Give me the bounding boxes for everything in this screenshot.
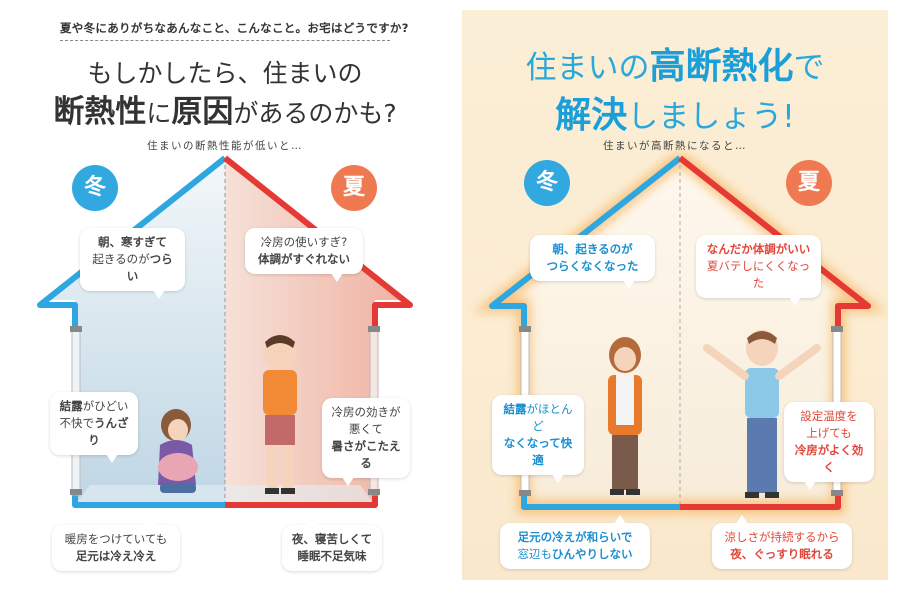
left-house-illustration bbox=[37, 155, 413, 508]
left-subtitle: 住まいの断熱性能が低いと… bbox=[147, 140, 303, 152]
left-panel-problem: 夏や冬にありがちなあんなこと、こんなこと。お宅はどうですか? もしかしたら、住ま… bbox=[0, 21, 450, 571]
right-subtitle: 住まいが高断熱になると… bbox=[603, 140, 747, 152]
left-headline-line2: 断熱性に原因があるのかも? bbox=[0, 86, 450, 131]
bubble-line-emph: 結露 bbox=[503, 402, 527, 416]
bubble-line-emph: 冷房がよく効く bbox=[794, 443, 864, 474]
standing-woman-figure bbox=[600, 335, 650, 504]
bubble-line: がひどい bbox=[82, 399, 129, 413]
bubble-line: がほとんど bbox=[526, 402, 573, 433]
headline-emph-solve: 解決 bbox=[555, 95, 628, 136]
bubble-right-winter-top: 朝、起きるのが つらくなくなった bbox=[530, 235, 655, 289]
bubble-line: 暖房をつけていても bbox=[64, 532, 168, 546]
headline-part: 住まいの bbox=[525, 50, 650, 86]
bubble-line-emph: なくなって快適 bbox=[503, 436, 573, 467]
bubble-right-winter-bottom: 足元の冷えが和らいで 窓辺もひんやりしない bbox=[500, 515, 650, 569]
bubble-left-summer-mid: 冷房の効きが 悪くて 暑さがこたえる bbox=[322, 398, 410, 486]
headline-part: で bbox=[793, 50, 825, 86]
bubble-line-emph: 睡眠不足気味 bbox=[297, 549, 367, 563]
headline-emph-high-insulation: 高断熱化 bbox=[649, 46, 794, 87]
bubble-line-emph: 暑さがこたえる bbox=[331, 439, 401, 470]
winter-badge: 冬 bbox=[524, 160, 570, 206]
bubble-line-emph: 朝、起きるのが bbox=[552, 242, 633, 256]
bubble-line: 夏バテしにくくなった bbox=[706, 259, 811, 290]
bubble-line: 悪くて bbox=[348, 422, 384, 436]
right-headline-line1: 住まいの高断熱化で bbox=[462, 37, 888, 89]
right-panel-solution: 住まいの高断熱化で 解決しましょう! 住まいが高断熱になると… 冬 bbox=[462, 10, 888, 580]
bubble-line-emph: うんざり bbox=[88, 416, 129, 447]
bubble-line: 起きるのが bbox=[92, 252, 150, 266]
bubble-left-winter-top: 朝、寒すぎて 起きるのがつらい bbox=[80, 228, 185, 299]
bubble-line: 朝、寒すぎて bbox=[98, 235, 167, 249]
bubble-line: 不快で bbox=[59, 416, 95, 430]
bubble-line-emph: つらくなくなった bbox=[546, 259, 639, 273]
bubble-line-emph: つらい bbox=[126, 252, 173, 283]
left-headline-line1: もしかしたら、住まいの bbox=[87, 59, 363, 88]
right-headline-line2: 解決しましょう! bbox=[462, 86, 888, 138]
sweating-man-figure bbox=[255, 330, 305, 504]
bubble-line-emph: なんだか体調がいい bbox=[706, 242, 811, 256]
bubble-left-winter-bottom: 暖房をつけていても 足元は冷え冷え bbox=[52, 517, 180, 571]
bubble-line-emph: 足元の冷えが和らいで bbox=[517, 530, 633, 544]
crouching-woman-figure bbox=[148, 405, 208, 504]
headline-part: しましょう! bbox=[627, 99, 795, 135]
winter-badge: 冬 bbox=[72, 165, 118, 211]
bubble-right-summer-mid: 設定温度を 上げても 冷房がよく効く bbox=[784, 402, 874, 490]
bubble-line: 涼しさが持続するから bbox=[724, 530, 840, 544]
bubble-right-summer-top: なんだか体調がいい 夏バテしにくくなった bbox=[696, 235, 821, 306]
bubble-right-winter-mid: 結露がほとんど なくなって快適 bbox=[492, 395, 584, 483]
dashed-divider bbox=[60, 40, 390, 41]
bubble-left-summer-top: 冷房の使いすぎ? 体調がすぐれない bbox=[245, 228, 363, 282]
bubble-line-emph: 夜、ぐっすり眠れる bbox=[730, 547, 834, 561]
bubble-line: 窓辺も bbox=[517, 547, 553, 561]
headline-tail: があるのかも? bbox=[233, 99, 397, 128]
bubble-line: 冷房の効きが bbox=[331, 405, 401, 419]
intro-question: 夏や冬にありがちなあんなこと、こんなこと。お宅はどうですか? bbox=[60, 21, 409, 35]
summer-badge: 夏 bbox=[331, 165, 377, 211]
summer-badge: 夏 bbox=[786, 160, 832, 206]
bubble-line-emph: ひんやりしない bbox=[552, 547, 633, 561]
bubble-line-emph: 体調がすぐれない bbox=[258, 252, 350, 266]
bubble-right-summer-bottom: 涼しさが持続するから 夜、ぐっすり眠れる bbox=[712, 515, 852, 569]
headline-emph-insulation: 断熱性 bbox=[53, 94, 147, 130]
bubble-line: 設定温度を bbox=[800, 409, 858, 423]
bubble-line-emph: 足元は冷え冷え bbox=[75, 549, 157, 563]
bubble-left-summer-bottom: 夜、寝苦しくて 睡眠不足気味 bbox=[282, 517, 382, 571]
bubble-line: 上げても bbox=[806, 426, 852, 440]
arms-raised-man-figure bbox=[697, 328, 827, 507]
bubble-left-winter-mid: 結露がひどい 不快でうんざり bbox=[50, 392, 138, 463]
bubble-line-emph: 夜、寝苦しくて bbox=[291, 532, 373, 546]
headline-emph-cause: 原因 bbox=[171, 94, 234, 130]
bubble-line-emph: 結露 bbox=[59, 399, 83, 413]
bubble-line: 冷房の使いすぎ? bbox=[260, 235, 348, 249]
headline-particle: に bbox=[146, 99, 172, 128]
